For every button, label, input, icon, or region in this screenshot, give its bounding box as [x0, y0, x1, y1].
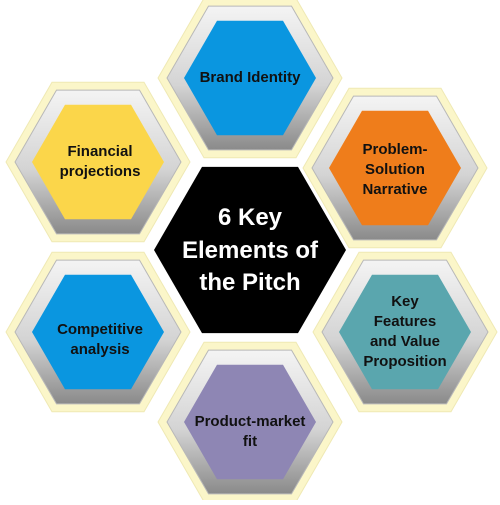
label-financial-projections: Financial projections [59, 142, 141, 180]
hexagon-center [154, 166, 346, 334]
hexagon-financial-projections [32, 104, 164, 220]
label-key-features: Key Features and Value Proposition [363, 292, 447, 371]
center-title: 6 Key Elements of the Pitch [181, 204, 319, 297]
hexagon-key-features [339, 274, 471, 390]
label-product-market-fit: Product-market fit [194, 412, 306, 450]
hexagon-competitive-analysis [32, 274, 164, 390]
hexagon-product-market-fit [184, 364, 316, 480]
hexagon-problem-solution [329, 110, 461, 226]
hexagon-brand-identity [184, 20, 316, 136]
label-problem-solution: Problem- Solution Narrative [362, 140, 428, 199]
label-competitive-analysis: Competitive analysis [57, 320, 143, 358]
label-brand-identity: Brand Identity [199, 68, 301, 86]
